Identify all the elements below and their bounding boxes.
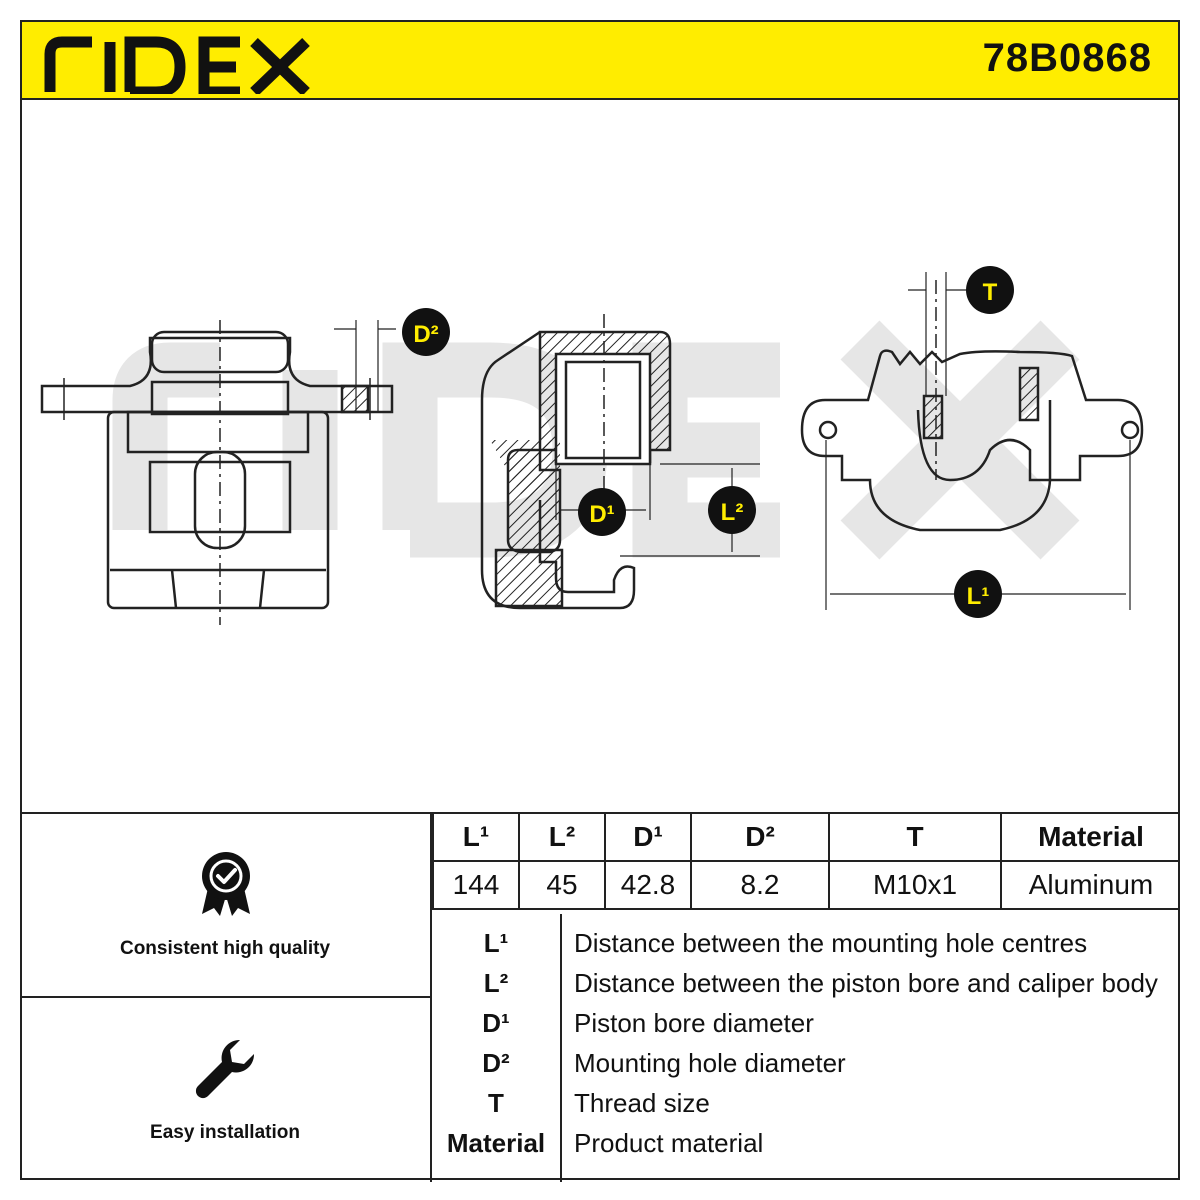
- info-section: Consistent high quality Easy installatio…: [20, 812, 1180, 1182]
- svg-text:D²: D²: [413, 321, 438, 348]
- spec-value-d1: 42.8: [604, 860, 692, 910]
- legend-key: L²: [483, 968, 509, 998]
- legend-row: D² Mounting hole diameter: [432, 1048, 1180, 1088]
- legend-row: T Thread size: [432, 1088, 1180, 1128]
- legend-desc: Thread size: [574, 1088, 710, 1118]
- legend-key: D¹: [482, 1008, 510, 1038]
- legend-desc: Distance between the mounting hole centr…: [574, 928, 1088, 958]
- legend-row: D¹ Piston bore diameter: [432, 1008, 1180, 1048]
- caliper-front-view: [40, 320, 396, 625]
- spec-header-t: T: [828, 814, 1002, 862]
- quality-badge-icon: [202, 852, 250, 916]
- svg-text:D¹: D¹: [589, 501, 614, 528]
- spec-value-l2: 45: [518, 860, 606, 910]
- part-number: 78B0868: [982, 36, 1152, 80]
- legend-row: L¹ Distance between the mounting hole ce…: [432, 928, 1180, 968]
- spec-value-d2: 8.2: [690, 860, 830, 910]
- spec-value-t: M10x1: [828, 860, 1002, 910]
- callout-l2: L²: [708, 486, 756, 534]
- caliper-technical-drawing: D² D¹ L² T L¹: [40, 266, 1144, 625]
- spec-header-d1: D¹: [604, 814, 692, 862]
- legend-divider: [560, 914, 562, 1182]
- spec-value-material: Aluminum: [1000, 860, 1180, 910]
- ridex-logo: [44, 36, 310, 94]
- spec-header-d2: D²: [690, 814, 830, 862]
- spec-header-l1: L¹: [432, 814, 520, 862]
- legend-desc: Product material: [574, 1128, 764, 1158]
- callout-l1: L¹: [954, 570, 1002, 618]
- callout-d1: D¹: [578, 488, 626, 536]
- spec-value-row: 144 45 42.8 8.2 M10x1 Aluminum: [432, 860, 1180, 910]
- header-bar: 78B0868: [20, 20, 1180, 100]
- callout-d2: D²: [402, 308, 450, 356]
- svg-text:T: T: [983, 279, 998, 306]
- svg-text:L²: L²: [721, 499, 744, 526]
- spec-value-l1: 144: [432, 860, 520, 910]
- caliper-side-view: [800, 272, 1144, 610]
- legend-key: D²: [482, 1048, 510, 1078]
- spec-header-row: L¹ L² D¹ D² T Material: [432, 814, 1180, 862]
- feature-installation: Easy installation: [20, 998, 430, 1182]
- legend: L¹ Distance between the mounting hole ce…: [432, 914, 1180, 1182]
- legend-key: Material: [446, 1128, 546, 1158]
- feature-quality: Consistent high quality: [20, 814, 430, 998]
- spec-table: L¹ L² D¹ D² T Material 144 45 42.8 8.2 M…: [432, 814, 1180, 910]
- legend-desc: Piston bore diameter: [574, 1008, 814, 1038]
- feature-installation-label: Easy installation: [150, 1122, 300, 1143]
- caliper-section-view: [480, 314, 760, 610]
- feature-quality-label: Consistent high quality: [119, 938, 331, 959]
- vertical-divider: [430, 814, 432, 1182]
- svg-text:L¹: L¹: [967, 583, 990, 610]
- legend-desc: Distance between the piston bore and cal…: [574, 968, 1158, 998]
- legend-desc: Mounting hole diameter: [574, 1048, 846, 1078]
- wrench-icon: [195, 1039, 255, 1099]
- spec-header-material: Material: [1000, 814, 1180, 862]
- legend-key: L¹: [483, 928, 509, 958]
- spec-header-l2: L²: [518, 814, 606, 862]
- legend-row: Material Product material: [432, 1128, 1180, 1168]
- legend-key: T: [488, 1088, 504, 1118]
- legend-row: L² Distance between the piston bore and …: [432, 968, 1180, 1008]
- callout-t: T: [966, 266, 1014, 314]
